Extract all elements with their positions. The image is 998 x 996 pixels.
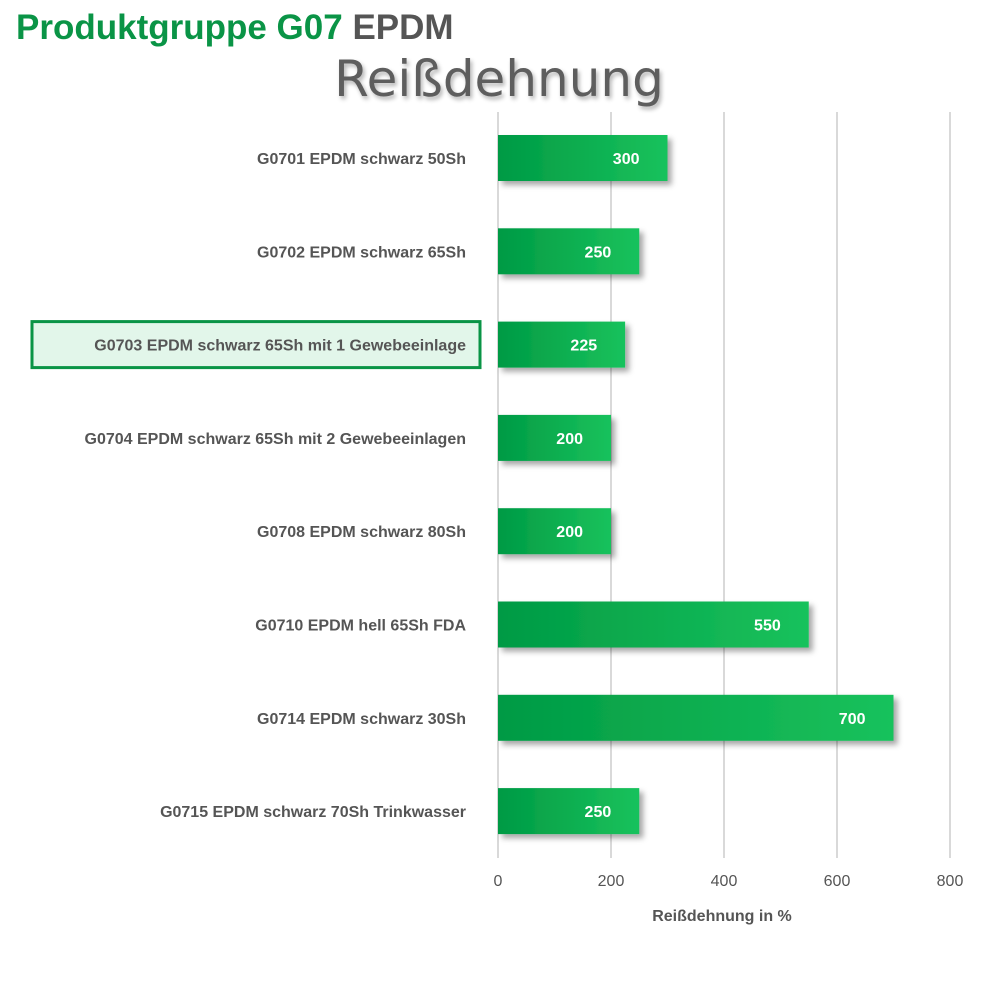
chart-header: Produktgruppe G07 EPDM xyxy=(16,6,454,50)
highlight-layer xyxy=(30,320,482,370)
bar xyxy=(498,788,640,835)
bar-value-label: 225 xyxy=(570,338,597,355)
x-tick-label: 0 xyxy=(494,873,503,890)
bar-value-label: 700 xyxy=(839,711,866,728)
highlighted-category-box xyxy=(30,320,482,370)
bar-value-label: 200 xyxy=(556,431,583,448)
category-label: G0702 EPDM schwarz 65Sh xyxy=(257,244,466,261)
bar-value-label: 550 xyxy=(754,618,781,635)
x-tick-label: 200 xyxy=(598,873,625,890)
bar xyxy=(498,694,894,741)
x-axis-title: Reißdehnung in % xyxy=(652,908,792,925)
chart-title: Reißdehnung xyxy=(334,50,664,108)
bar-value-label: 250 xyxy=(585,804,612,821)
category-label: G0703 EPDM schwarz 65Sh mit 1 Gewebeeinl… xyxy=(94,338,466,355)
bar xyxy=(498,414,611,461)
category-label: G0701 EPDM schwarz 50Sh xyxy=(257,151,466,168)
bar-value-label: 300 xyxy=(613,151,640,168)
category-label: G0715 EPDM schwarz 70Sh Trinkwasser xyxy=(160,804,466,821)
x-tick-label: 600 xyxy=(824,873,851,890)
category-label: G0710 EPDM hell 65Sh FDA xyxy=(255,618,466,635)
bar xyxy=(498,508,611,555)
bar xyxy=(498,321,626,368)
x-axis-ticks: 0 200 400 600 800 xyxy=(494,873,964,890)
header-title-green: Produktgruppe G07 xyxy=(16,8,343,47)
category-label: G0714 EPDM schwarz 30Sh xyxy=(257,711,466,728)
bar xyxy=(498,601,809,648)
category-label: G0704 EPDM schwarz 65Sh mit 2 Gewebeeinl… xyxy=(85,431,466,448)
category-label: G0708 EPDM schwarz 80Sh xyxy=(257,524,466,541)
bar-value-label: 250 xyxy=(585,244,612,261)
bar xyxy=(498,228,640,275)
x-tick-label: 400 xyxy=(711,873,738,890)
bars: 300 250 225 200 200 550 700 250 xyxy=(498,135,894,835)
x-tick-label: 800 xyxy=(937,873,964,890)
header-title-grey: EPDM xyxy=(352,8,454,47)
bar-value-label: 200 xyxy=(556,524,583,541)
bar xyxy=(498,135,668,181)
gridlines xyxy=(497,112,951,858)
